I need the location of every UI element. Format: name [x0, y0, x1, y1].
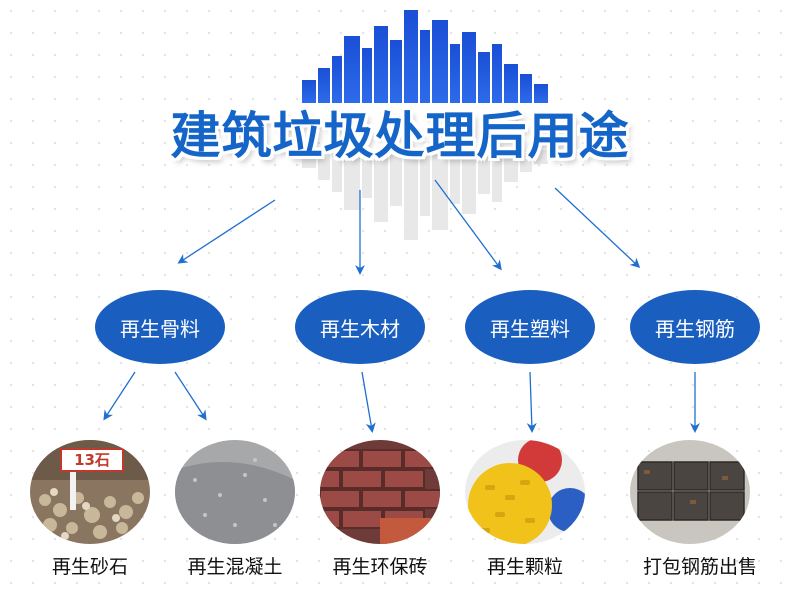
caption-baled-rebar: 打包钢筋出售 — [642, 556, 757, 578]
caption-recycled-concrete: 再生混凝土 — [187, 556, 283, 578]
arrow-to-plastic — [434, 179, 502, 271]
skyline-reflection — [302, 150, 548, 240]
arrow-to-rebar — [554, 187, 641, 269]
caption-recycled-sand: 再生砂石 — [51, 556, 128, 578]
photo-recycled-bricks — [320, 440, 440, 544]
category-recycled-rebar: 再生钢筋 — [630, 290, 760, 364]
caption-recycled-bricks: 再生环保砖 — [332, 556, 428, 578]
arrow-to-sand — [103, 371, 136, 421]
photo-recycled-concrete — [175, 440, 295, 544]
category-recycled-wood: 再生木材 — [295, 290, 425, 364]
sign-label: 13石 — [60, 448, 124, 472]
photo-recycled-sand: 13石 — [30, 440, 150, 544]
category-recycled-aggregate: 再生骨料 — [95, 290, 225, 364]
arrow-to-aggregate — [177, 199, 276, 264]
arrow-to-concrete — [174, 371, 207, 421]
category-recycled-plastic: 再生塑料 — [465, 290, 595, 364]
main-title: 建筑垃圾处理后用途 — [170, 107, 630, 165]
caption-recycled-granules: 再生颗粒 — [486, 556, 563, 578]
arrow-to-granule — [526, 371, 537, 433]
photo-recycled-granules — [465, 440, 585, 544]
arrow-to-brick — [361, 371, 376, 433]
photo-baled-rebar — [630, 440, 750, 544]
skyline-graphic — [302, 10, 548, 103]
